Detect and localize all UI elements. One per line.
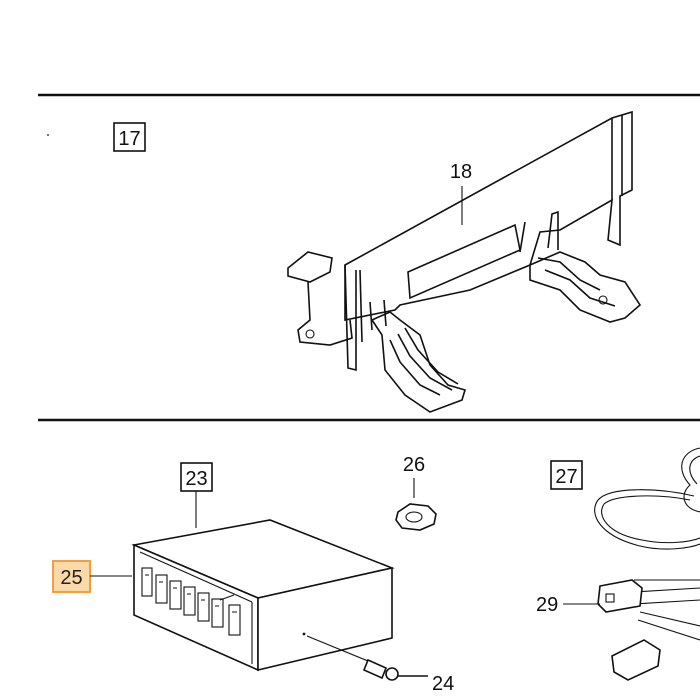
screw-icon[interactable] xyxy=(306,635,428,681)
grommet-icon[interactable] xyxy=(395,503,437,531)
callout-24-label: 24 xyxy=(432,673,454,695)
callout-25-highlighted[interactable]: 25 xyxy=(52,560,132,593)
callout-17-label: 17 xyxy=(118,128,140,150)
callout-26[interactable]: 26 xyxy=(403,454,425,498)
callout-25-label: 25 xyxy=(60,567,82,589)
callout-17[interactable]: 17 xyxy=(113,122,146,152)
callout-29-label: 29 xyxy=(536,594,558,616)
callout-23[interactable]: 23 xyxy=(180,462,213,528)
callout-26-label: 26 xyxy=(403,454,425,476)
wiring-harness-icon[interactable] xyxy=(594,447,700,641)
callout-24[interactable]: 24 xyxy=(432,673,454,695)
mounting-bracket-icon[interactable] xyxy=(287,110,642,413)
callout-18-label: 18 xyxy=(450,161,472,183)
control-unit-icon[interactable] xyxy=(131,519,395,672)
callout-23-label: 23 xyxy=(185,468,207,490)
callout-18[interactable]: 18 xyxy=(450,161,472,225)
connector-icon[interactable] xyxy=(597,579,661,681)
callout-27[interactable]: 27 xyxy=(550,460,583,490)
callout-27-label: 27 xyxy=(555,466,577,488)
relay-slots xyxy=(141,567,241,636)
callout-29[interactable]: 29 xyxy=(536,594,600,616)
